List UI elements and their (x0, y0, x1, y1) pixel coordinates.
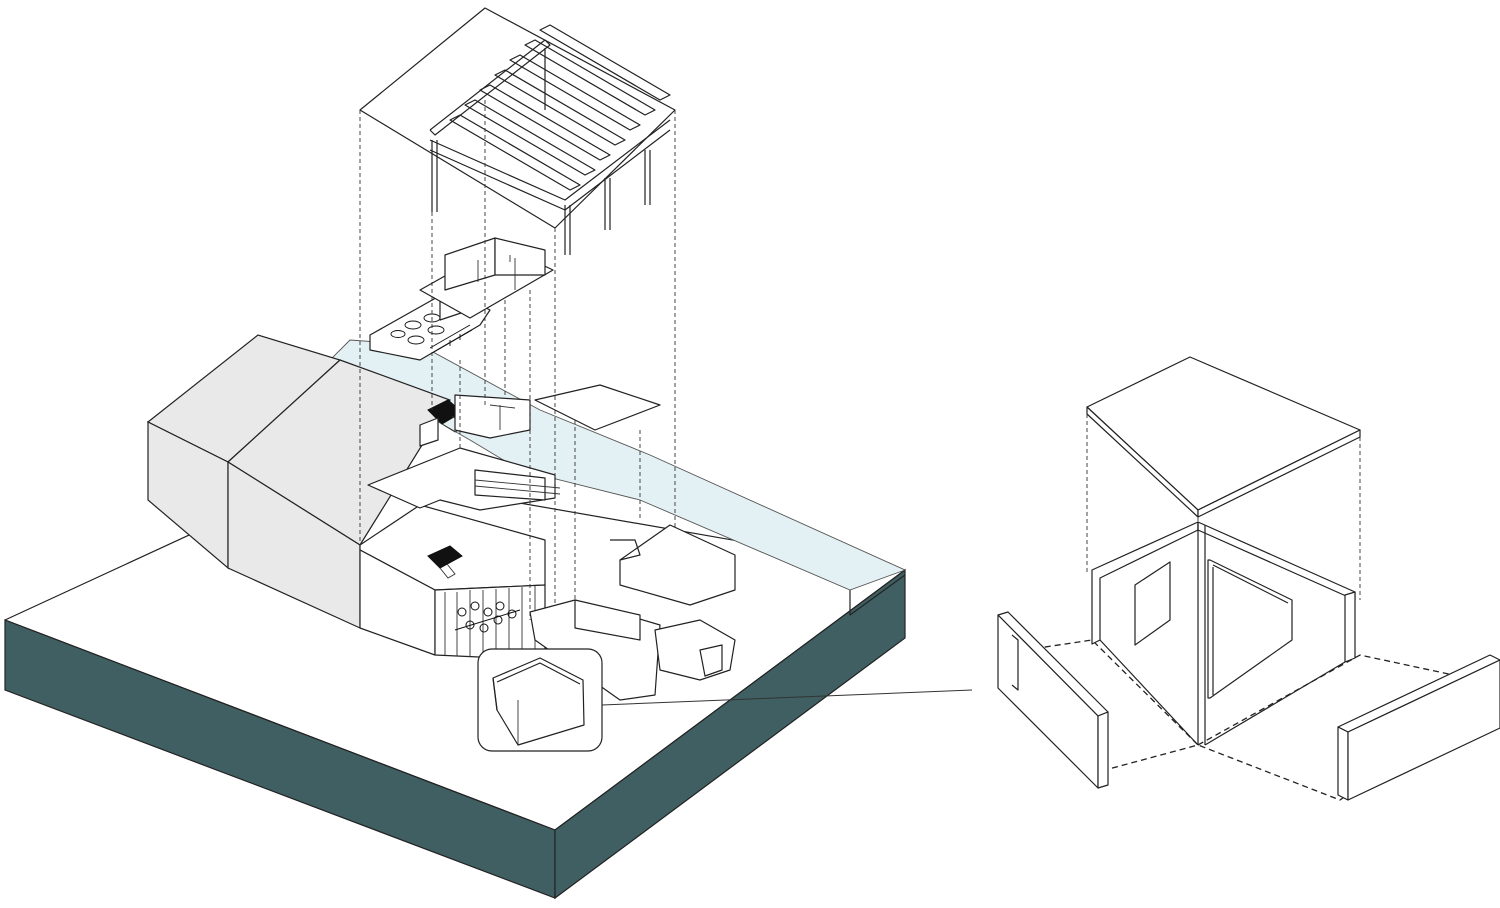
upper-offices (419, 237, 554, 319)
pod-panel-left (1134, 561, 1171, 646)
slab-right-face (554, 568, 906, 900)
mezzanine-slab (367, 384, 661, 511)
pod-detail (997, 356, 1500, 801)
pod-panel-right (1207, 559, 1293, 699)
roof-frame (359, 7, 676, 255)
ground-floor-stair (427, 545, 463, 579)
callout-leader (601, 689, 973, 706)
infill-volumes (359, 504, 546, 661)
pod-roof-plate (1086, 356, 1361, 511)
pod-callout (477, 648, 973, 752)
projection-lines (359, 100, 676, 660)
existing-building (146, 334, 451, 629)
ground-floor-seating (454, 601, 521, 633)
plaza-pods (529, 524, 736, 701)
